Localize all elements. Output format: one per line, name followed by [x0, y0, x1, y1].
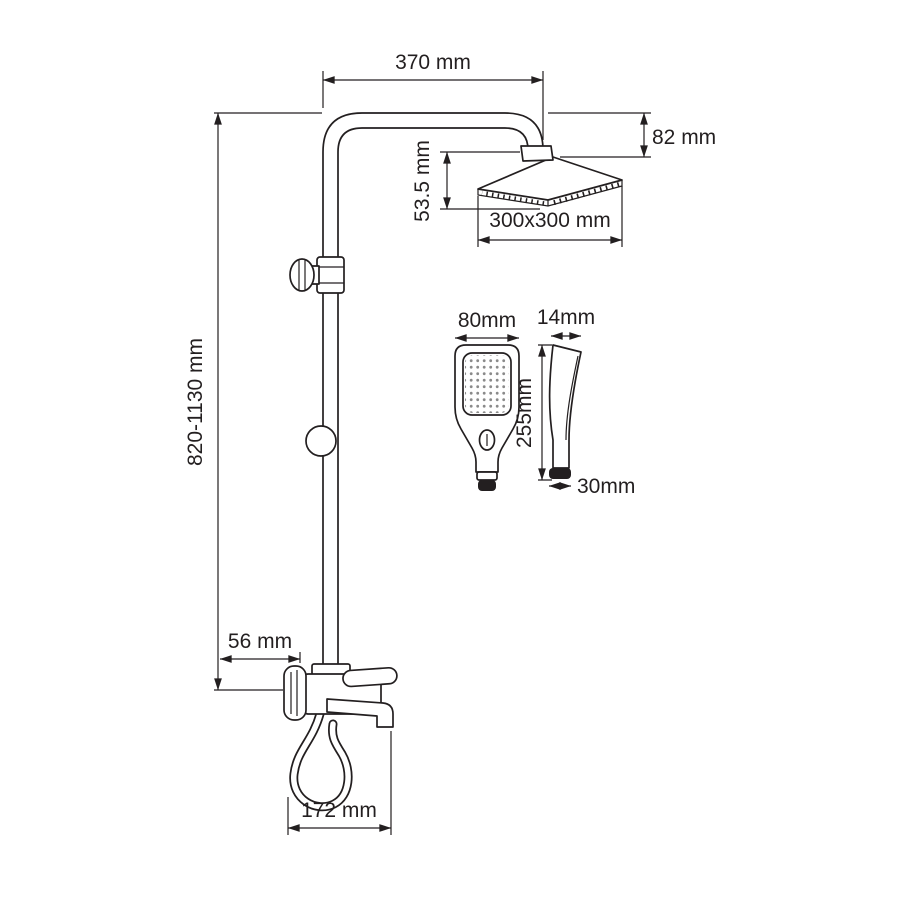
handle-collar: [476, 471, 498, 481]
dim-label-column-height: 820-1130 mm: [184, 338, 207, 466]
dim-hand-length: 255mm: [513, 344, 552, 481]
head-connector: [520, 145, 554, 162]
dim-mixer-depth: 56 mm: [219, 630, 301, 663]
mixer-assembly: [283, 663, 398, 812]
dim-head-drop: 53.5 mm: [411, 140, 540, 222]
dim-label-spout-reach: 172 mm: [301, 799, 377, 822]
dim-label-head-offset: 82 mm: [652, 126, 716, 149]
mixer-lever: [342, 666, 398, 688]
dim-label-hand-tip: 30mm: [577, 475, 635, 498]
shower-hose-inner: [291, 711, 351, 810]
dim-label-hand-width: 80mm: [458, 309, 516, 332]
spray-dots: [465, 355, 509, 413]
diverter-knob: [305, 425, 337, 457]
dim-hand-width: 80mm: [454, 309, 520, 342]
height-slider: [289, 256, 345, 294]
dim-label-arm-width: 370 mm: [395, 51, 471, 74]
slider-knob-ribs: [298, 259, 306, 291]
dim-label-head-size: 300x300 mm: [489, 209, 610, 232]
dim-label-hand-length: 255mm: [513, 378, 536, 448]
dim-label-mixer-depth: 56 mm: [228, 630, 292, 653]
shower-hose: [289, 709, 353, 812]
head-nozzles-left: [481, 190, 545, 206]
dim-label-hand-depth: 14mm: [537, 306, 595, 329]
dim-hand-depth: 14mm: [537, 306, 595, 340]
head-thickness: [477, 180, 623, 207]
side-inlet-tip: [549, 468, 571, 479]
hand-shower-front-view: [454, 344, 520, 491]
slider-knob: [289, 258, 315, 292]
dim-column-height: 820-1130 mm: [184, 112, 322, 691]
dim-arm-width: 370 mm: [322, 51, 544, 140]
dim-spout-reach: 172 mm: [287, 731, 392, 835]
side-face-line: [565, 355, 579, 441]
dim-hand-tip: 30mm: [548, 475, 635, 498]
mixer-handle: [283, 665, 307, 721]
dim-head-size: 300x300 mm: [477, 186, 623, 247]
extension-lines: [214, 112, 322, 691]
inlet-tip: [478, 480, 496, 491]
slider-collar-lines: [317, 266, 344, 284]
hand-shower-side-view: [548, 344, 582, 479]
dim-label-head-drop: 53.5 mm: [411, 140, 434, 222]
extension-lines: [548, 112, 651, 158]
head-panel: [477, 156, 623, 201]
mixer-handle-ribs: [290, 670, 298, 716]
extension-lines: [440, 151, 540, 210]
mixer-lever-bar: [342, 666, 398, 688]
dim-head-offset: 82 mm: [548, 112, 716, 158]
side-profile: [548, 344, 582, 469]
tub-spout: [326, 698, 394, 728]
extension-lines: [322, 71, 544, 140]
slider-collar: [316, 256, 345, 294]
rain-shower-head: [477, 145, 623, 207]
